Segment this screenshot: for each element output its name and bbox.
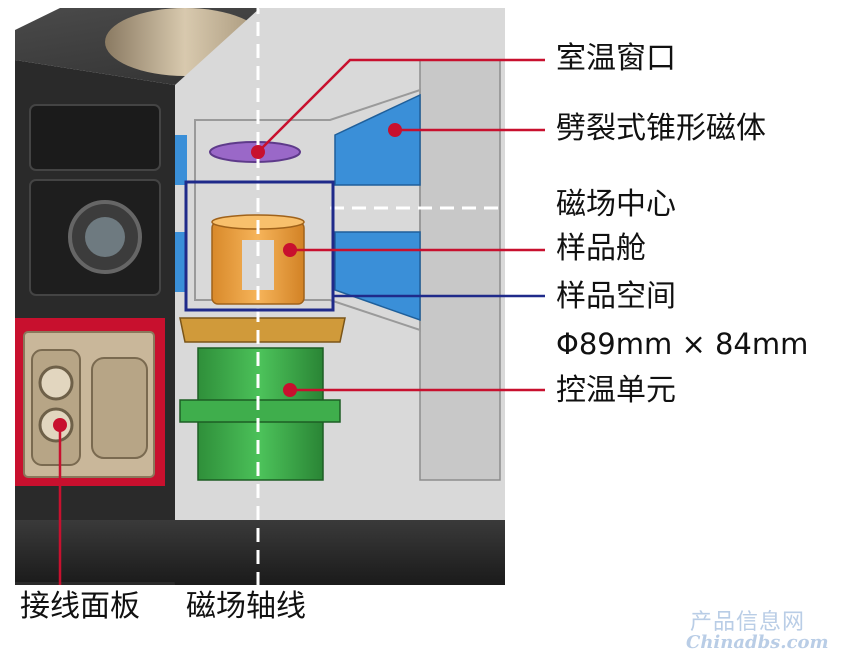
- magnet-upper-right: [334, 93, 421, 186]
- dot-window: [251, 145, 265, 159]
- right-inner-panel: [419, 59, 501, 481]
- cone-outline: [194, 88, 421, 332]
- upper-port: [29, 104, 161, 171]
- dot-wiring: [53, 418, 67, 432]
- watermark-en: Chinadbs.com: [686, 632, 829, 653]
- magnet-left-upper: [175, 135, 187, 185]
- label-sample-space: 样品空间: [556, 279, 676, 314]
- leader-window: [257, 58, 545, 153]
- lens-glass: [85, 217, 125, 257]
- leader-lines: [58, 58, 545, 585]
- sample-space-box: [184, 180, 335, 312]
- magnet-left-lower: [175, 232, 187, 292]
- label-window: 室温窗口: [556, 41, 676, 76]
- label-field-center: 磁场中心: [556, 187, 676, 222]
- label-field-axis: 磁场轴线: [186, 589, 306, 624]
- leader-dots: [53, 123, 402, 432]
- label-sample-size: Φ89mm × 84mm: [556, 327, 809, 361]
- dot-temp-unit: [283, 383, 297, 397]
- dot-chamber: [283, 243, 297, 257]
- temp-control-flange: [179, 399, 341, 423]
- magnet-lower-right: [334, 231, 421, 322]
- dot-magnet: [388, 123, 402, 137]
- label-magnet: 劈裂式锥形磁体: [556, 111, 766, 146]
- label-sample-chamber: 样品舱: [556, 231, 646, 266]
- watermark-cn: 产品信息网: [690, 610, 806, 635]
- electronics-ring: [179, 317, 346, 343]
- label-temp-unit: 控温单元: [556, 373, 676, 408]
- label-wiring-panel: 接线面板: [20, 589, 140, 624]
- base-bottom: [15, 520, 505, 582]
- connector-upper: [38, 365, 74, 401]
- blank-cover: [91, 357, 148, 459]
